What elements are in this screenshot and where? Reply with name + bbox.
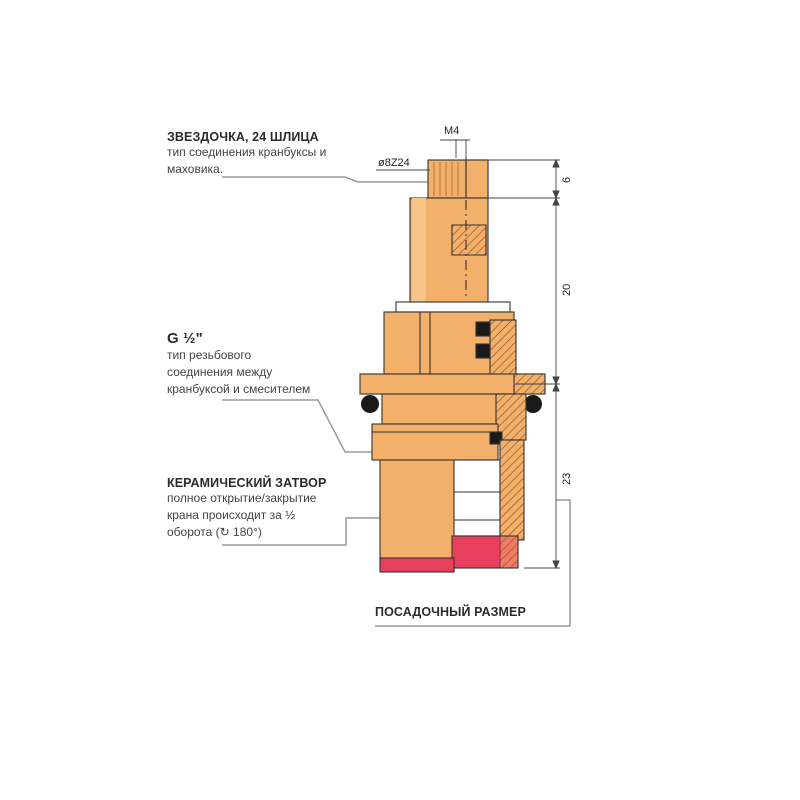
callout-thread: G ½" тип резьбового соединения между кра…: [167, 330, 310, 398]
callout-ceramic-title: КЕРАМИЧЕСКИЙ ЗАТВОР: [167, 476, 327, 490]
callout-spline-desc-2: маховика.: [167, 162, 224, 176]
flange: [359, 373, 546, 395]
callout-thread-desc-3: кранбуксой и смесителем: [167, 382, 311, 396]
spline-head: [427, 157, 489, 270]
callout-ceramic-desc-2: крана происходит за ½: [167, 508, 296, 522]
leader-lines: [222, 176, 571, 627]
leader-seat: [375, 499, 571, 627]
callout-thread-desc-2: соединения между: [167, 365, 273, 379]
callout-spline-desc-1: тип соединения кранбуксы и: [167, 145, 327, 159]
callout-seat-title: ПОСАДОЧНЫЙ РАЗМЕР: [375, 605, 526, 619]
dim-20: 20: [561, 284, 573, 296]
leader-thread: [222, 399, 383, 453]
dim-m4: M4: [444, 125, 459, 137]
dim-spline: ø8Z24: [378, 157, 410, 169]
collar: [395, 301, 511, 313]
callout-thread-desc-1: тип резьбового: [167, 348, 252, 362]
upper-body: [383, 311, 517, 377]
stem: [409, 197, 489, 307]
callout-ceramic-desc-1: полное открытие/закрытие: [167, 491, 317, 505]
callout-ceramic: КЕРАМИЧЕСКИЙ ЗАТВОР полное открытие/закр…: [167, 476, 326, 541]
callout-spline-title: ЗВЕЗДОЧКА, 24 ШЛИЦА: [167, 130, 319, 144]
dimension-lines: [376, 139, 560, 570]
lower-body: [379, 439, 525, 573]
leader-spline: [222, 176, 432, 183]
thread-body: [371, 393, 527, 461]
dim-6: 6: [561, 177, 573, 183]
callout-thread-title: G ½": [167, 330, 203, 347]
dim-23: 23: [561, 473, 573, 485]
o-ring-left: [361, 395, 379, 413]
callout-seat: ПОСАДОЧНЫЙ РАЗМЕР: [375, 605, 526, 619]
callout-spline: ЗВЕЗДОЧКА, 24 ШЛИЦА тип соединения кранб…: [167, 130, 326, 178]
o-ring-right: [524, 395, 542, 413]
callout-ceramic-desc-3: оборота (↻ 180°): [167, 525, 262, 539]
